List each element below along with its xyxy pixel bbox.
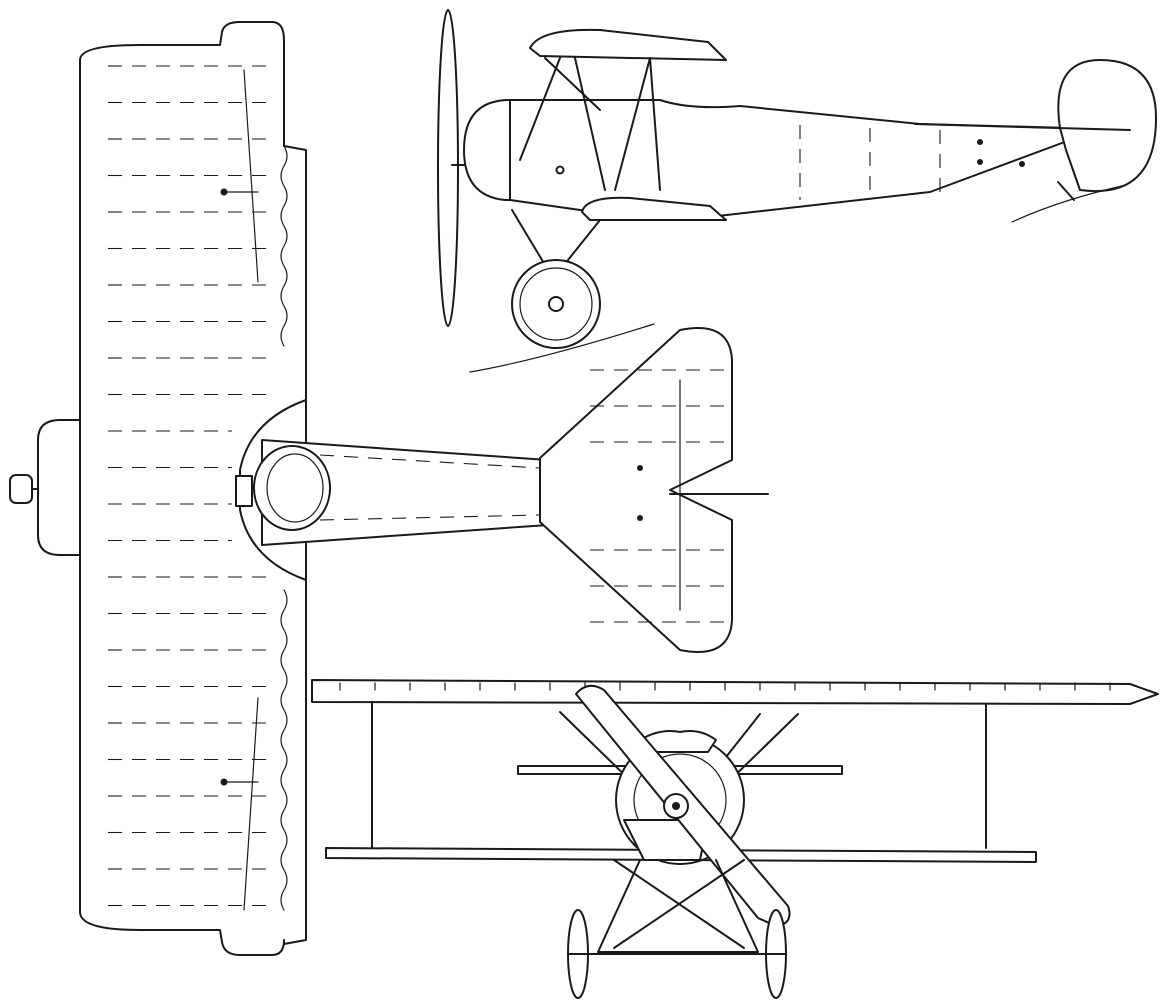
landing-gear-front: [597, 859, 759, 953]
cabane-struts: [519, 57, 661, 191]
cockpit-seat: [235, 475, 253, 507]
rudder: [1057, 59, 1157, 193]
elevator-horn: [637, 515, 643, 521]
propeller-hub-top: [9, 474, 33, 504]
fuselage-stringer: [319, 454, 541, 521]
lower-wing-side: [581, 196, 727, 221]
engine-cowling: [463, 99, 516, 201]
upper-wing-side: [529, 28, 727, 61]
cockpit-rim: [266, 453, 324, 523]
control-horn: [220, 778, 228, 786]
nose-cowl-top: [37, 419, 81, 556]
rigging-point: [977, 139, 983, 145]
aileron-cable-lower: [223, 697, 259, 911]
top-view: [9, 21, 769, 956]
interplane-struts: [371, 701, 987, 849]
control-horn: [220, 188, 228, 196]
wing-ribs: [108, 65, 276, 907]
propeller-side: [437, 9, 459, 327]
upper-wing-ticks: [339, 682, 1111, 691]
front-view: [311, 679, 1159, 999]
rigging-point: [977, 159, 983, 165]
fuselage-frames: [799, 125, 941, 200]
wheel-hub: [548, 296, 564, 312]
side-view: [437, 9, 1157, 373]
elevator-horn: [637, 465, 643, 471]
aileron-cable-upper: [223, 69, 259, 283]
upper-wing-front: [311, 679, 1159, 705]
tailplane: [539, 327, 733, 653]
fuselage-side: [509, 99, 1071, 219]
ground-line: [469, 185, 1123, 373]
top-wing-outline: [79, 21, 307, 956]
tail-skid: [1057, 181, 1075, 201]
propeller-bolt: [672, 802, 680, 810]
rigging-point: [1019, 161, 1025, 167]
tailplane-side: [914, 123, 1131, 131]
trailing-edge: [280, 145, 288, 911]
cockpit-opening: [253, 445, 331, 531]
wheel-rim: [519, 267, 593, 341]
pilot-detail: [555, 165, 565, 175]
